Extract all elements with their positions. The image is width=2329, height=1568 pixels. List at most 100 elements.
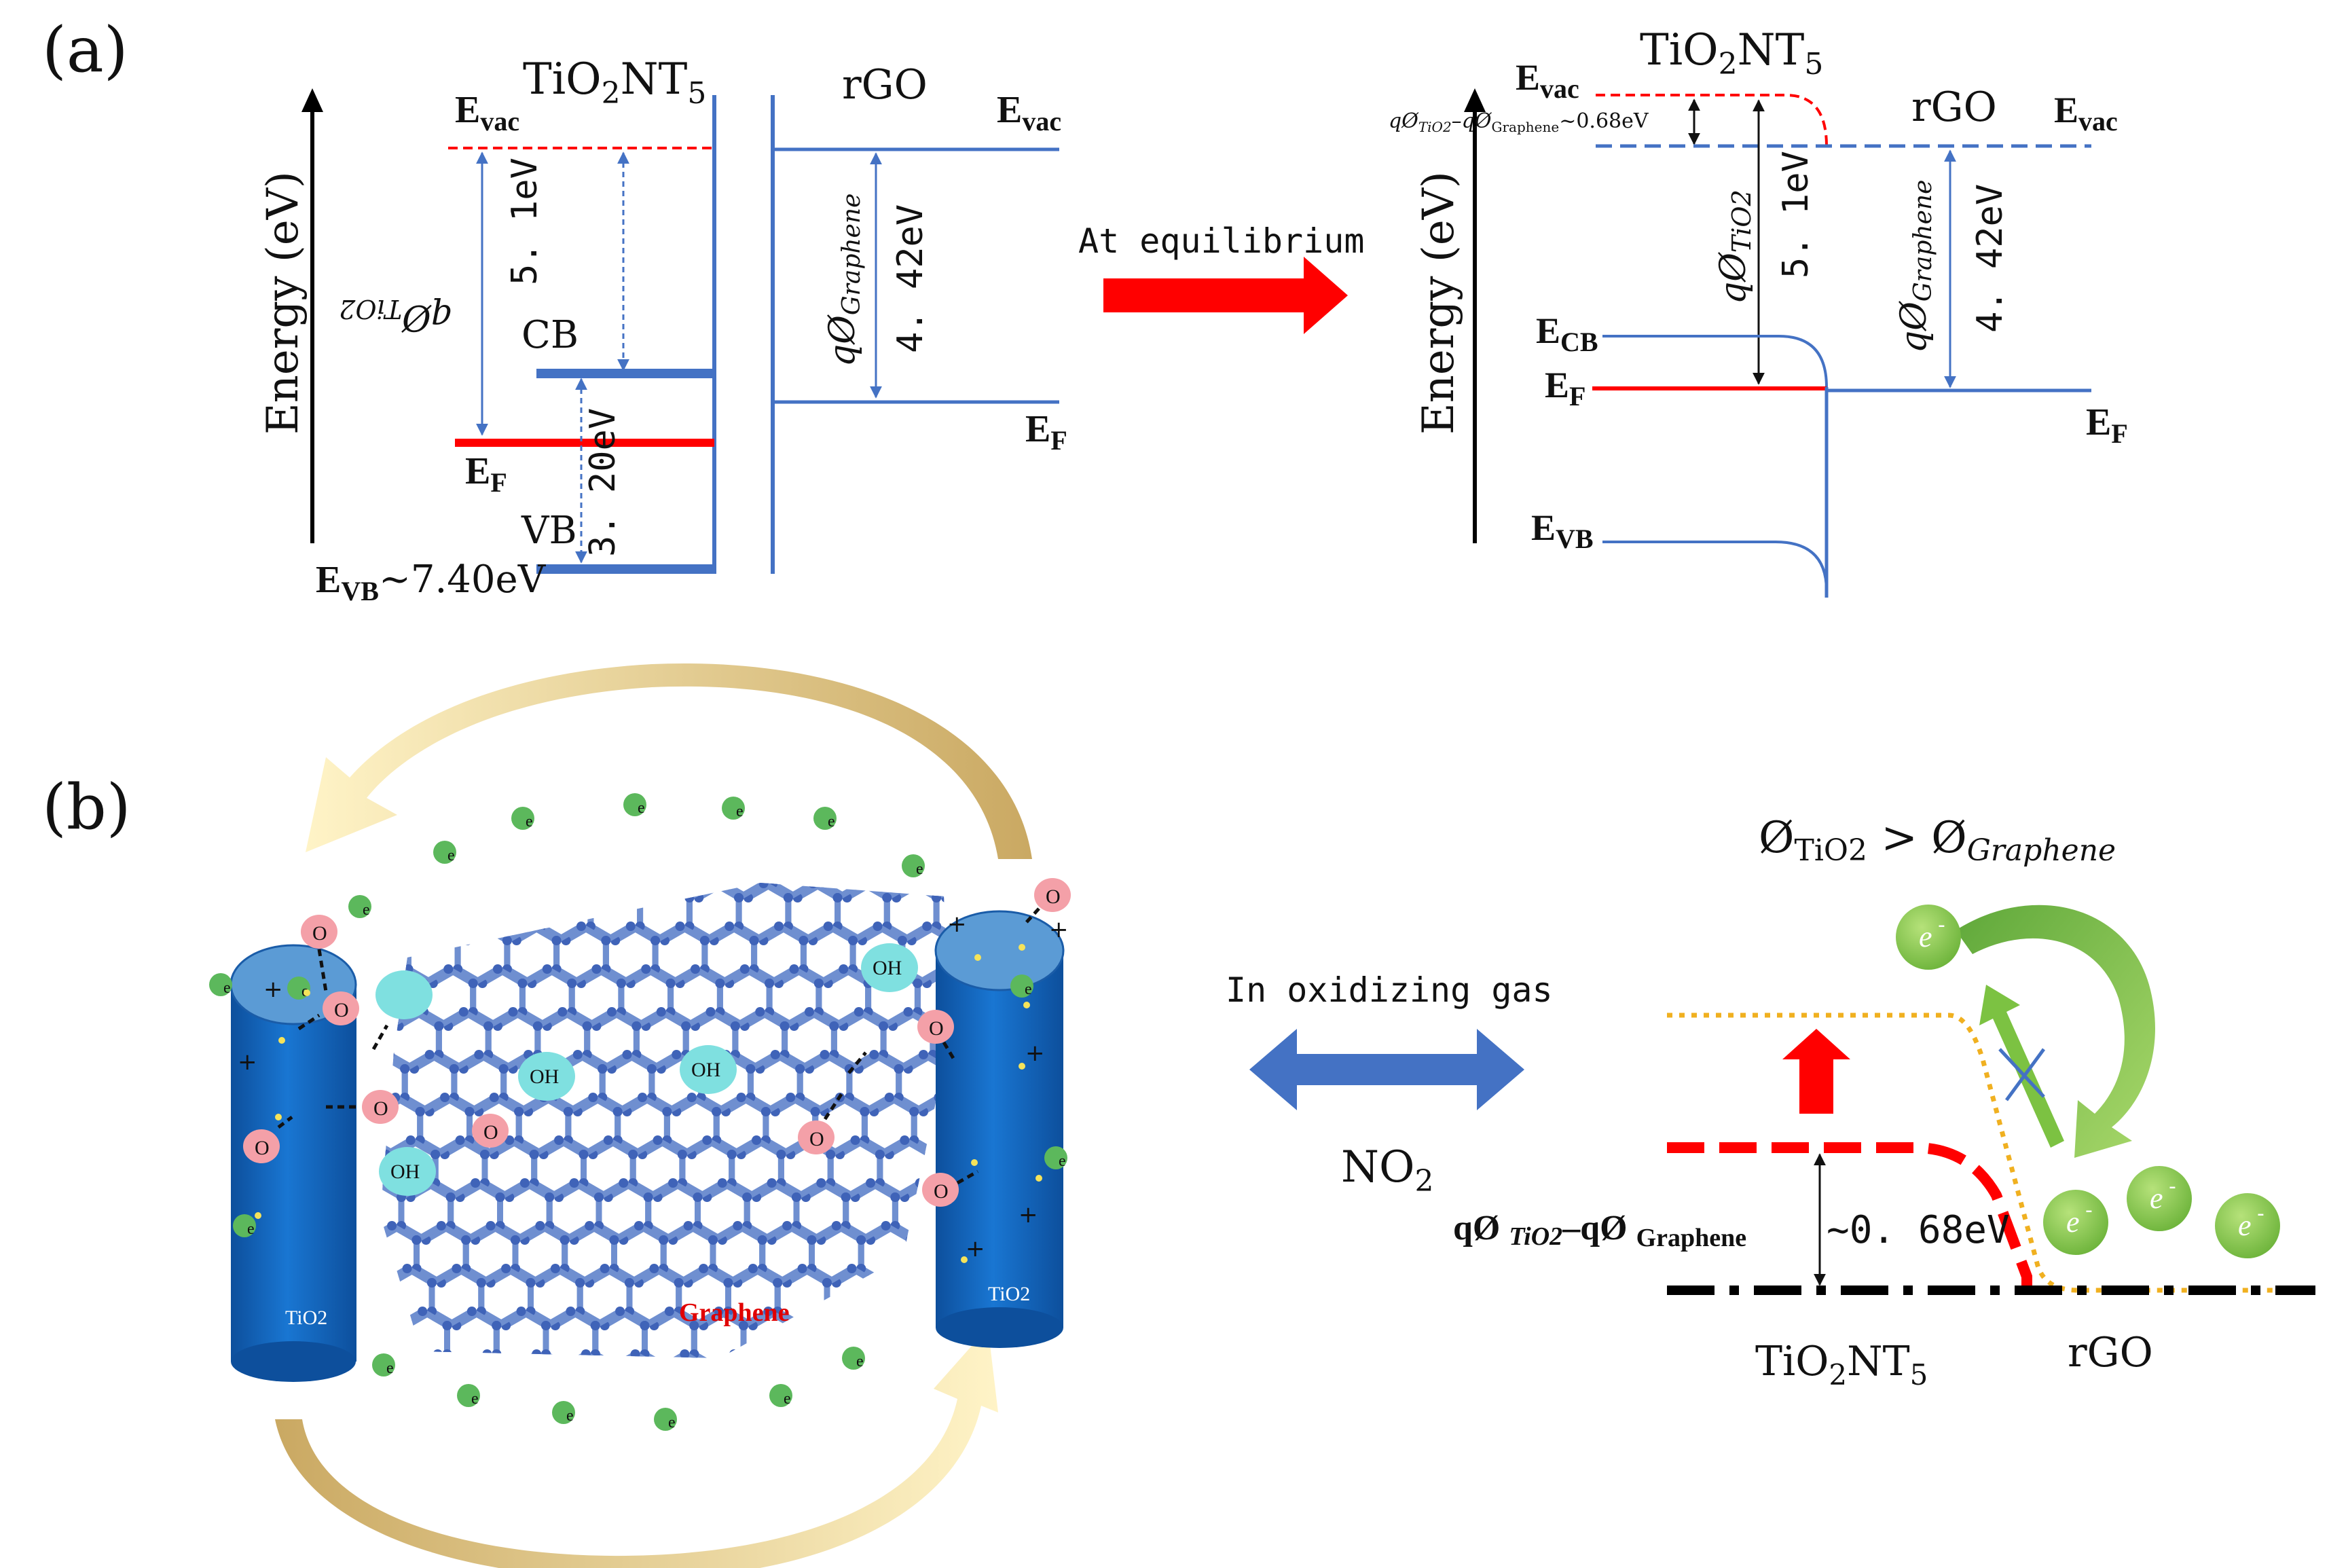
ef-label-left: EF: [465, 450, 507, 498]
carbon-atom: [562, 1435, 572, 1444]
carbon-atom: [437, 922, 447, 931]
carbon-atom: [803, 1364, 813, 1373]
carbon-atom: [545, 1192, 555, 1202]
graphene-hexagon: [790, 1440, 839, 1497]
carbon-atom: [324, 879, 333, 888]
graphene-hexagon: [212, 1482, 261, 1539]
carbon-atom: [702, 1135, 712, 1145]
carbon-atom: [405, 1135, 416, 1145]
carbon-atom: [1067, 1050, 1076, 1059]
carbon-atom: [388, 893, 398, 902]
carbon-atom: [775, 1478, 785, 1487]
carbon-atom: [392, 1321, 403, 1330]
graphene-hexagon: [657, 1351, 713, 1358]
carbon-atom: [458, 1007, 469, 1017]
carbon-atom: [843, 1392, 853, 1402]
carbon-atom: [538, 1449, 547, 1459]
carbon-atom: [681, 1021, 691, 1031]
carbon-atom: [621, 1406, 631, 1416]
equilibrium-arrow: [1103, 257, 1348, 334]
bent-valence-band: [1602, 541, 1828, 591]
carbon-atom: [957, 1492, 967, 1501]
graphene-hexagon: [691, 1440, 740, 1497]
carbon-atom: [449, 1064, 459, 1074]
carbon-atom: [405, 1492, 414, 1501]
charge-dot: [255, 1212, 261, 1219]
carbon-atom: [356, 1135, 366, 1145]
carbon-atom: [513, 1492, 522, 1501]
carbon-atom: [594, 1192, 604, 1202]
carbon-atom: [422, 883, 433, 888]
band-shift-arrow: [1782, 1029, 1850, 1114]
carbon-atom: [818, 883, 828, 888]
carbon-atom: [770, 1050, 780, 1059]
carbon-atom: [710, 1435, 720, 1444]
carbon-atom: [403, 936, 414, 945]
tio2-work-function-value: 5. 1eV: [505, 158, 545, 285]
carbon-atom: [606, 1364, 615, 1373]
electron-icon-large: e-: [2043, 1190, 2108, 1255]
carbon-atom: [392, 1349, 403, 1358]
work-function-inequality: ØTiO2 > ØGraphene: [1759, 813, 2116, 868]
carbon-atom: [1035, 1349, 1045, 1359]
carbon-atom: [448, 1449, 458, 1459]
carbon-atom: [887, 1349, 897, 1358]
carbon-atom: [241, 1449, 251, 1459]
carbon-atom: [820, 1050, 830, 1059]
carbon-atom: [646, 1392, 655, 1402]
carbon-atom: [966, 850, 975, 860]
carbon-atom: [745, 1392, 754, 1402]
carbon-atom: [691, 964, 700, 974]
carbon-atom: [800, 1492, 809, 1501]
oxygen-symbol: O: [1046, 886, 1061, 908]
carbon-atom: [729, 1406, 739, 1416]
carbon-atom: [874, 1478, 883, 1487]
carbon-atom: [866, 1178, 876, 1188]
carbon-atom: [480, 1150, 490, 1159]
carbon-atom: [640, 1321, 650, 1330]
charge-dot: [278, 1037, 285, 1044]
carbon-atom: [612, 1435, 621, 1444]
carbon-atom: [900, 1135, 910, 1145]
carbon-atom: [536, 893, 547, 902]
carbon-atom: [983, 1449, 992, 1459]
carbon-atom: [354, 964, 364, 974]
carbon-atom: [483, 1021, 494, 1031]
oxygen-ion-icon: O: [1034, 878, 1071, 912]
carbon-atom: [516, 1307, 526, 1316]
bond-line: [371, 1024, 389, 1051]
carbon-atom: [705, 1392, 714, 1402]
carbon-atom: [241, 1449, 251, 1459]
carbon-atom: [948, 1520, 957, 1530]
carbon-atom: [853, 1392, 862, 1402]
electron-icon: e: [348, 895, 371, 919]
carbon-atom: [725, 922, 735, 931]
carbon-atom: [374, 1435, 384, 1444]
graphene-hexagon: [1084, 883, 1134, 941]
carbon-atom: [241, 1478, 251, 1487]
oxygen-symbol: O: [483, 1121, 498, 1144]
carbon-atom: [266, 1492, 276, 1501]
carbon-atom: [388, 922, 398, 931]
carbon-atom: [736, 1093, 746, 1102]
carbon-atom: [482, 1406, 492, 1416]
hydroxyl-symbol: OH: [530, 1065, 559, 1088]
carbon-atom: [570, 850, 580, 860]
carbon-atom: [718, 883, 729, 888]
carbon-atom: [257, 1520, 266, 1530]
carbon-atom: [514, 1107, 524, 1116]
electron-charge-symbol: -: [2169, 1175, 2176, 1199]
carbon-atom: [834, 1449, 843, 1459]
graphene-hexagon: [1069, 841, 1119, 898]
carbon-atom: [437, 893, 447, 902]
carbon-atom: [498, 1064, 509, 1074]
carbon-atom: [853, 1392, 862, 1402]
graphene-work-function-value: 4. 42eV: [890, 204, 931, 353]
carbon-atom: [773, 1278, 783, 1288]
carbon-atom: [902, 1392, 912, 1402]
carbon-atom: [522, 1435, 532, 1444]
carbon-atom: [834, 1449, 843, 1459]
graphene-hexagon: [607, 1482, 657, 1539]
carbon-atom: [936, 1349, 946, 1358]
charge-dot: [275, 1114, 282, 1120]
